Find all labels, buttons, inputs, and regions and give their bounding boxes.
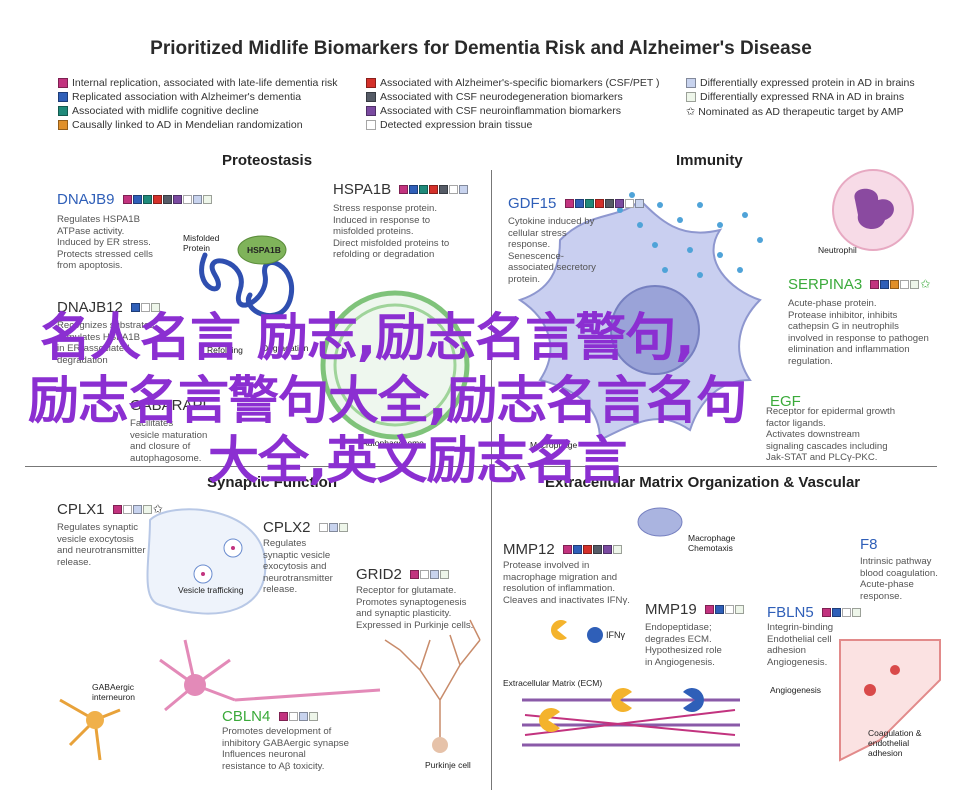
angiogenesis-label: Angiogenesis	[770, 685, 822, 695]
gene-hspa1b: HSPA1B	[333, 180, 469, 198]
gene-dnajb9: DNAJB9	[57, 190, 213, 208]
gene-gdf15: GDF15	[508, 194, 645, 212]
overlay-text-line-1: 名人名言 励志,励志名言警句,	[40, 309, 695, 368]
degradation-label: Degradation	[262, 343, 309, 353]
gene-description: Endopeptidase;degrades ECM.Hypothesized …	[645, 622, 722, 668]
legend-item: Replicated association with Alzheimer's …	[58, 91, 301, 103]
vesicle-trafficking-label: Vesicle trafficking	[178, 585, 244, 595]
evidence-badges	[562, 541, 623, 558]
gene-egf: EGF	[770, 392, 801, 410]
section-title-proteostasis: Proteostasis	[222, 152, 313, 169]
evidence-badges	[704, 601, 745, 618]
evidence-badges	[821, 604, 862, 621]
gene-description: Receptor for glutamate.Promotes synaptog…	[356, 585, 474, 631]
hspa1b-blob-icon	[237, 235, 287, 265]
evidence-badges	[112, 501, 153, 518]
legend-item: Causally linked to AD in Mendelian rando…	[58, 119, 303, 131]
gene-f8: F8	[860, 535, 878, 553]
star-icon: ✩	[920, 277, 931, 292]
gene-grid2: GRID2	[356, 565, 450, 583]
autophagosome-icon	[320, 290, 470, 440]
blood-vessel-icon	[839, 639, 941, 762]
divider-horizontal	[25, 466, 937, 467]
misfolded-protein-icon	[199, 252, 295, 319]
evidence-badges	[122, 191, 213, 208]
legend-item: Associated with CSF neurodegeneration bi…	[366, 91, 623, 103]
evidence-badges	[278, 708, 319, 725]
gene-description: Stress response protein.Induced in respo…	[333, 203, 450, 261]
pink-neuron-icon	[159, 639, 381, 712]
hspa1b-small-label: HSPA1B	[247, 245, 281, 255]
gene-mmp12: MMP12	[503, 540, 623, 558]
gene-cplx2: CPLX2	[263, 518, 349, 536]
overlay-text-line-3: 大全,英文励志名言	[208, 432, 627, 491]
evidence-badges	[131, 299, 161, 316]
evidence-badges	[870, 276, 920, 293]
ifng-label: IFNγ	[606, 630, 625, 640]
synapse-icon	[146, 508, 267, 615]
star-icon: ✩	[686, 106, 696, 118]
gene-cbln4: CBLN4	[222, 707, 319, 725]
gene-gabarapl: GABARAPL	[130, 396, 211, 414]
autophagosome-label: Autophagosome	[362, 438, 424, 448]
macrophage-label: Macrophage	[530, 440, 578, 450]
section-title-ecm: Extracellular Matrix Organization & Vasc…	[545, 474, 861, 491]
legend-item: Associated with midlife cognitive declin…	[58, 105, 259, 117]
gene-cplx1: CPLX1 ✩	[57, 500, 163, 518]
legend-item: ✩Nominated as AD therapeutic target by A…	[686, 105, 904, 119]
gene-description: Acute-phase protein.Protease inhibitor, …	[788, 298, 929, 367]
gene-serpina3: SERPINA3 ✩	[788, 275, 931, 293]
neutrophil-label: Neutrophil	[818, 245, 857, 255]
overlay-text-line-2: 励志名言警句大全,励志名言名句	[28, 372, 747, 431]
gene-dnajb12: DNAJB12	[57, 298, 161, 316]
legend-item: Internal replication, associated with la…	[58, 77, 338, 89]
purkinje-cell-icon	[384, 619, 481, 745]
section-title-immunity: Immunity	[676, 152, 743, 169]
page-title: Prioritized Midlife Biomarkers for Demen…	[150, 38, 812, 59]
legend-item: Associated with Alzheimer's-specific bio…	[366, 77, 660, 89]
legend-item: Differentially expressed protein in AD i…	[686, 77, 915, 89]
purkinje-label: Purkinje cell	[425, 760, 471, 770]
star-icon: ✩	[152, 502, 163, 517]
legend-item: Detected expression brain tissue	[366, 119, 532, 131]
evidence-badges	[564, 195, 645, 212]
gabaergic-neuron-icon	[59, 698, 121, 761]
gene-mmp19: MMP19	[645, 600, 745, 618]
ecm-label: Extracellular Matrix (ECM)	[503, 678, 603, 688]
legend-item: Differentially expressed RNA in AD in br…	[686, 91, 904, 103]
divider-vertical	[491, 170, 492, 790]
gene-fbln5: FBLN5	[767, 603, 862, 621]
evidence-badges	[318, 519, 349, 536]
evidence-badges	[399, 181, 469, 198]
refolding-label: Refolding	[207, 345, 243, 355]
legend-item: Associated with CSF neuroinflammation bi…	[366, 105, 621, 117]
section-title-synaptic: Synaptic Function	[207, 474, 338, 491]
evidence-badges	[410, 566, 450, 583]
